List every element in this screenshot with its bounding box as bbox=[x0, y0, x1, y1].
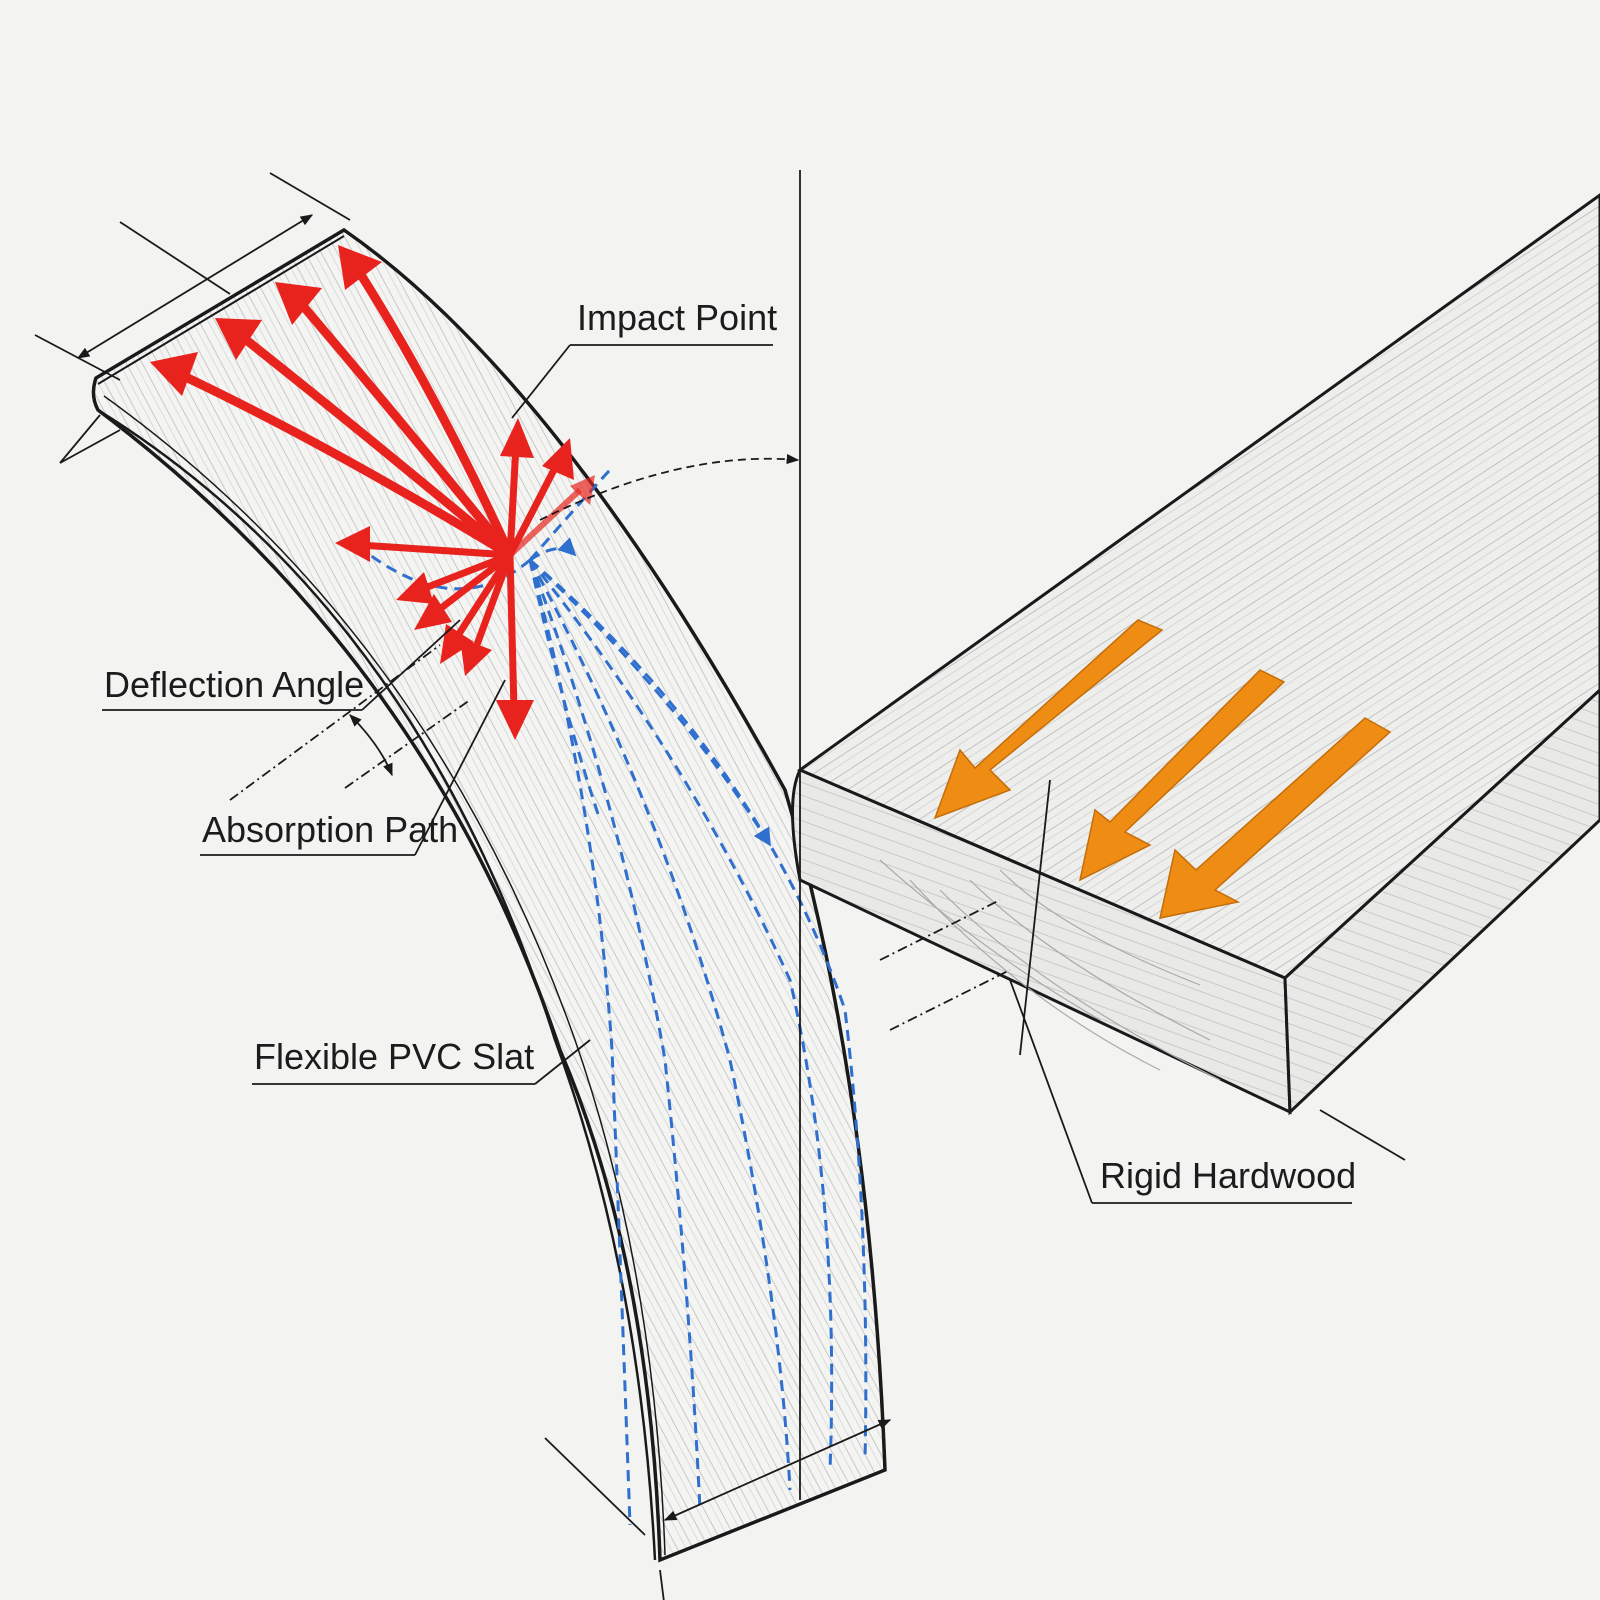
absorption-path-line bbox=[528, 559, 792, 1491]
rigid-hardwood-board bbox=[791, 193, 1600, 1116]
impact-arrow bbox=[500, 418, 534, 556]
impact-arrow bbox=[414, 552, 513, 630]
labels: Impact Point Deflection Angle Absorption… bbox=[104, 297, 1356, 1196]
extension-line bbox=[659, 1569, 665, 1600]
impact-arrow bbox=[338, 245, 515, 557]
absorption-path-line bbox=[528, 559, 834, 1471]
hardwood-arrow bbox=[1078, 669, 1286, 882]
width-dimension-arrow bbox=[76, 214, 314, 359]
impact-arrow bbox=[150, 352, 513, 559]
absorption-path-line bbox=[529, 537, 577, 562]
impact-arrow bbox=[460, 553, 514, 676]
hardwood-arrow bbox=[933, 619, 1164, 820]
extension-line bbox=[119, 221, 231, 295]
deflection-leader bbox=[229, 644, 441, 801]
pvc-slat-leader bbox=[534, 1039, 591, 1085]
extension-line bbox=[59, 414, 101, 464]
flexible-pvc-slat bbox=[91, 227, 887, 1563]
pvc-slat-side-face bbox=[97, 408, 657, 1561]
extension-line bbox=[1319, 1109, 1406, 1161]
deflection-angle-arc bbox=[349, 714, 393, 777]
extension-line bbox=[889, 969, 1011, 1031]
hardwood-force-arrows bbox=[933, 619, 1392, 919]
deflection-angle-leader bbox=[361, 619, 461, 711]
absorption-path-line bbox=[528, 559, 602, 821]
hardwood-side-face bbox=[1283, 687, 1600, 1116]
pvc-slat-inner-edge bbox=[103, 395, 666, 1556]
bottom-dimension-arrow bbox=[663, 1419, 892, 1521]
rigid-hardwood-label: Rigid Hardwood bbox=[1100, 1155, 1356, 1196]
impact-arrow bbox=[496, 554, 534, 740]
impact-arrow bbox=[440, 553, 513, 664]
extension-line bbox=[269, 172, 351, 221]
flexible-pvc-slat-label: Flexible PVC Slat bbox=[254, 1036, 534, 1077]
impact-leader bbox=[511, 344, 571, 419]
impact-arrow bbox=[335, 526, 511, 562]
extension-line bbox=[34, 334, 121, 381]
extension-line bbox=[59, 429, 121, 464]
absorption-path-label: Absorption Path bbox=[202, 809, 458, 850]
impact-arrow bbox=[396, 551, 512, 604]
absorption-path-line bbox=[528, 559, 702, 1511]
extension-line bbox=[879, 899, 1001, 961]
extension-line bbox=[1019, 779, 1051, 1056]
deflection-leader bbox=[344, 699, 471, 789]
deflection-angle-label: Deflection Angle bbox=[104, 664, 364, 705]
absorption-path-line bbox=[528, 468, 612, 561]
extension-line bbox=[544, 1437, 646, 1536]
impact-arrow bbox=[506, 438, 574, 557]
hardwood-arrow bbox=[1159, 717, 1392, 919]
dimension-lines bbox=[34, 170, 1406, 1600]
impact-point-label: Impact Point bbox=[577, 297, 777, 338]
absorption-path-leader bbox=[414, 679, 506, 856]
deflection-arc bbox=[539, 454, 800, 521]
hardwood-end-face bbox=[791, 768, 1292, 1115]
absorption-path-line bbox=[529, 558, 868, 1461]
pvc-slat-body bbox=[91, 227, 887, 1563]
absorption-paths bbox=[369, 468, 868, 1526]
